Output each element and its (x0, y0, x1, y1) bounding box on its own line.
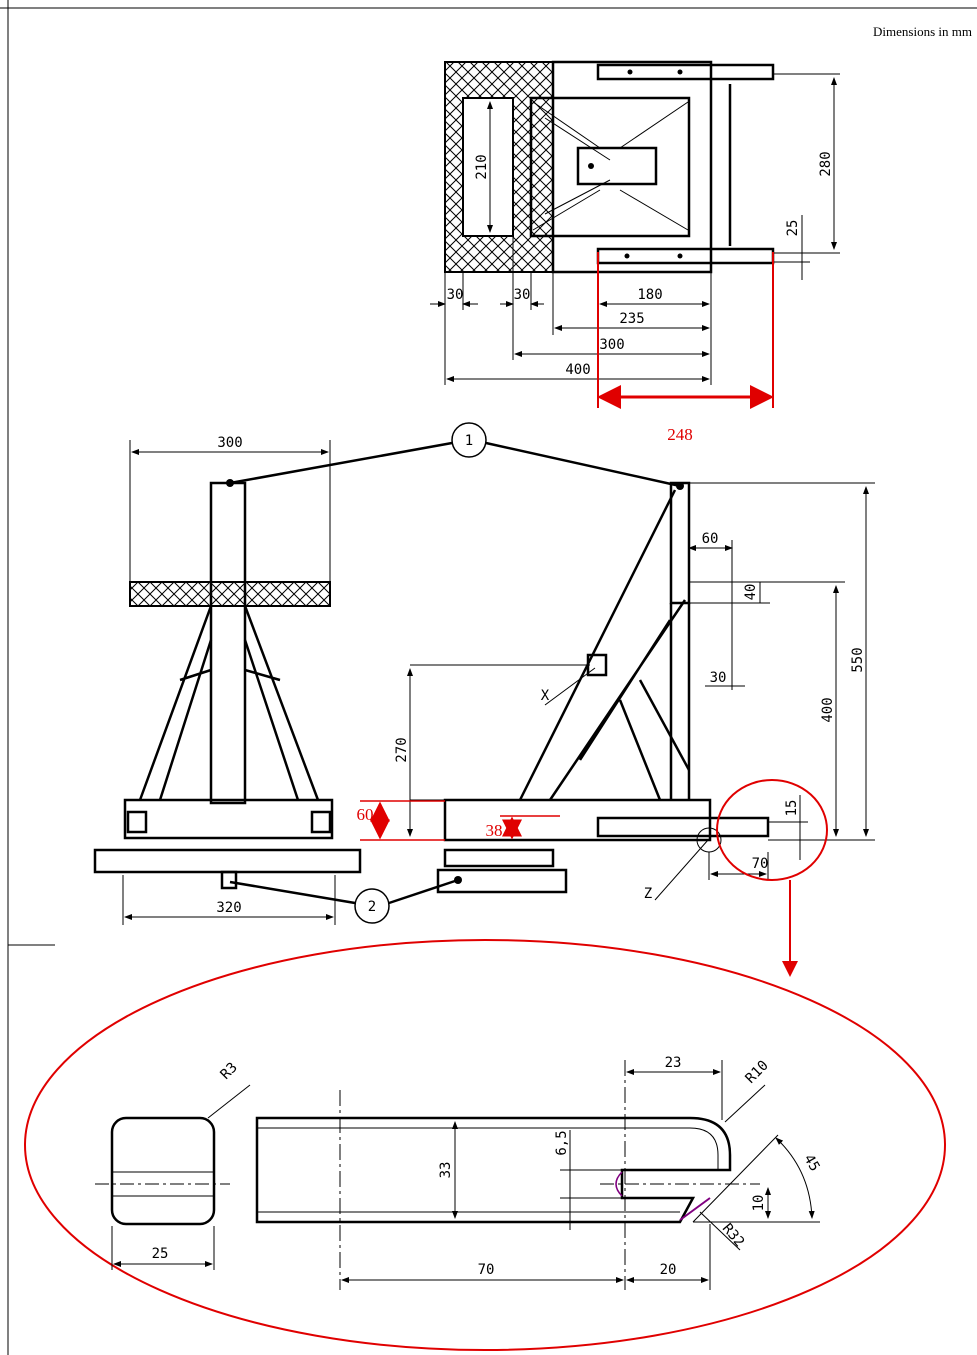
svg-text:1: 1 (465, 433, 473, 449)
dim-280: 280 (818, 151, 834, 176)
left-floor-plate (93, 848, 362, 874)
dim-70-detail: 70 (478, 1262, 495, 1278)
dim-270: 270 (394, 737, 410, 762)
dim-r10: R10 (743, 1058, 772, 1087)
detail-end-block (110, 1116, 216, 1226)
dim-30-side: 30 (710, 670, 727, 686)
dim-33: 33 (438, 1162, 454, 1179)
dim-r3: R3 (218, 1060, 241, 1083)
right-column (669, 481, 691, 605)
callout-1 (451, 422, 487, 458)
dim-550: 550 (850, 647, 866, 672)
dim-400-side: 400 (820, 697, 836, 722)
dim-70-side: 70 (752, 856, 769, 872)
top-view: 210 280 25 30 30 180 235 300 400 2 (430, 60, 840, 444)
left-base (123, 798, 334, 840)
callout-2 (354, 888, 390, 924)
dim-300-side: 300 (217, 435, 242, 451)
dim-25-detail: 25 (152, 1246, 169, 1262)
right-rail (596, 816, 770, 838)
detail-view: R3 25 23 R10 33 6,5 10 (24, 939, 946, 1351)
dim-180: 180 (637, 287, 662, 303)
dim-248-red: 248 (667, 425, 693, 444)
dim-235: 235 (619, 311, 644, 327)
detail-ellipse (24, 939, 946, 1351)
dim-30-b: 30 (514, 287, 531, 303)
side-views: 1 300 320 2 X (93, 422, 875, 977)
top-rail-lower (596, 247, 775, 265)
right-base (443, 798, 712, 842)
detail-bar-outline (255, 1116, 732, 1224)
dim-60-red: 60 (357, 805, 374, 824)
left-seat (129, 581, 331, 607)
units-note: Dimensions in mm (873, 24, 972, 39)
dim-25-top: 25 (785, 220, 801, 237)
dim-45: 45 (800, 1152, 822, 1175)
dim-60-side: 60 (702, 531, 719, 547)
top-inner-frame (529, 96, 691, 238)
dim-10: 10 (751, 1195, 767, 1212)
dim-38-red: 38 (486, 821, 503, 840)
dim-40: 40 (743, 584, 759, 601)
top-frame (551, 60, 713, 274)
dim-6-5: 6,5 (554, 1130, 570, 1155)
dim-300-top: 300 (599, 337, 624, 353)
dim-320: 320 (216, 900, 241, 916)
left-column (209, 481, 247, 805)
dim-210: 210 (474, 154, 490, 179)
top-rail-upper (596, 63, 775, 81)
label-x: X (541, 688, 550, 704)
dim-15: 15 (784, 800, 800, 817)
svg-text:2: 2 (368, 899, 376, 915)
dim-30-a: 30 (447, 287, 464, 303)
detail-highlight-circle (716, 779, 828, 881)
dim-20-detail: 20 (660, 1262, 677, 1278)
dim-r32: R32 (719, 1221, 748, 1251)
top-center-block (576, 146, 658, 186)
dim-400-top: 400 (565, 362, 590, 378)
right-floor-plate (436, 868, 568, 894)
dim-23: 23 (665, 1055, 682, 1071)
label-z: Z (644, 886, 652, 902)
